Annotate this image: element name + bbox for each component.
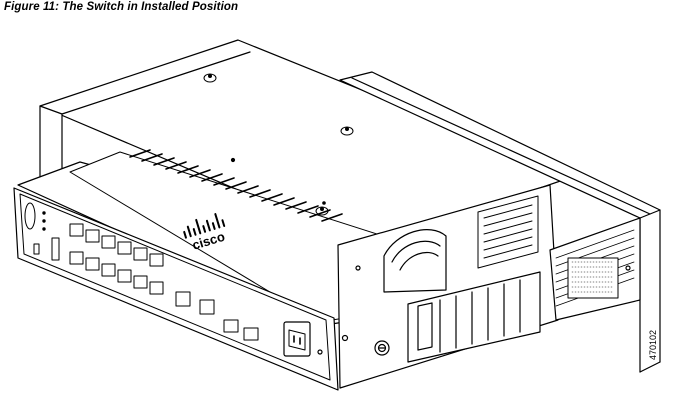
screw-hole: [232, 159, 235, 162]
rear-vent-block: [550, 218, 640, 320]
figure-id: 470102: [648, 330, 658, 360]
power-inlet: [284, 322, 310, 356]
bracket-screw: [375, 341, 389, 355]
